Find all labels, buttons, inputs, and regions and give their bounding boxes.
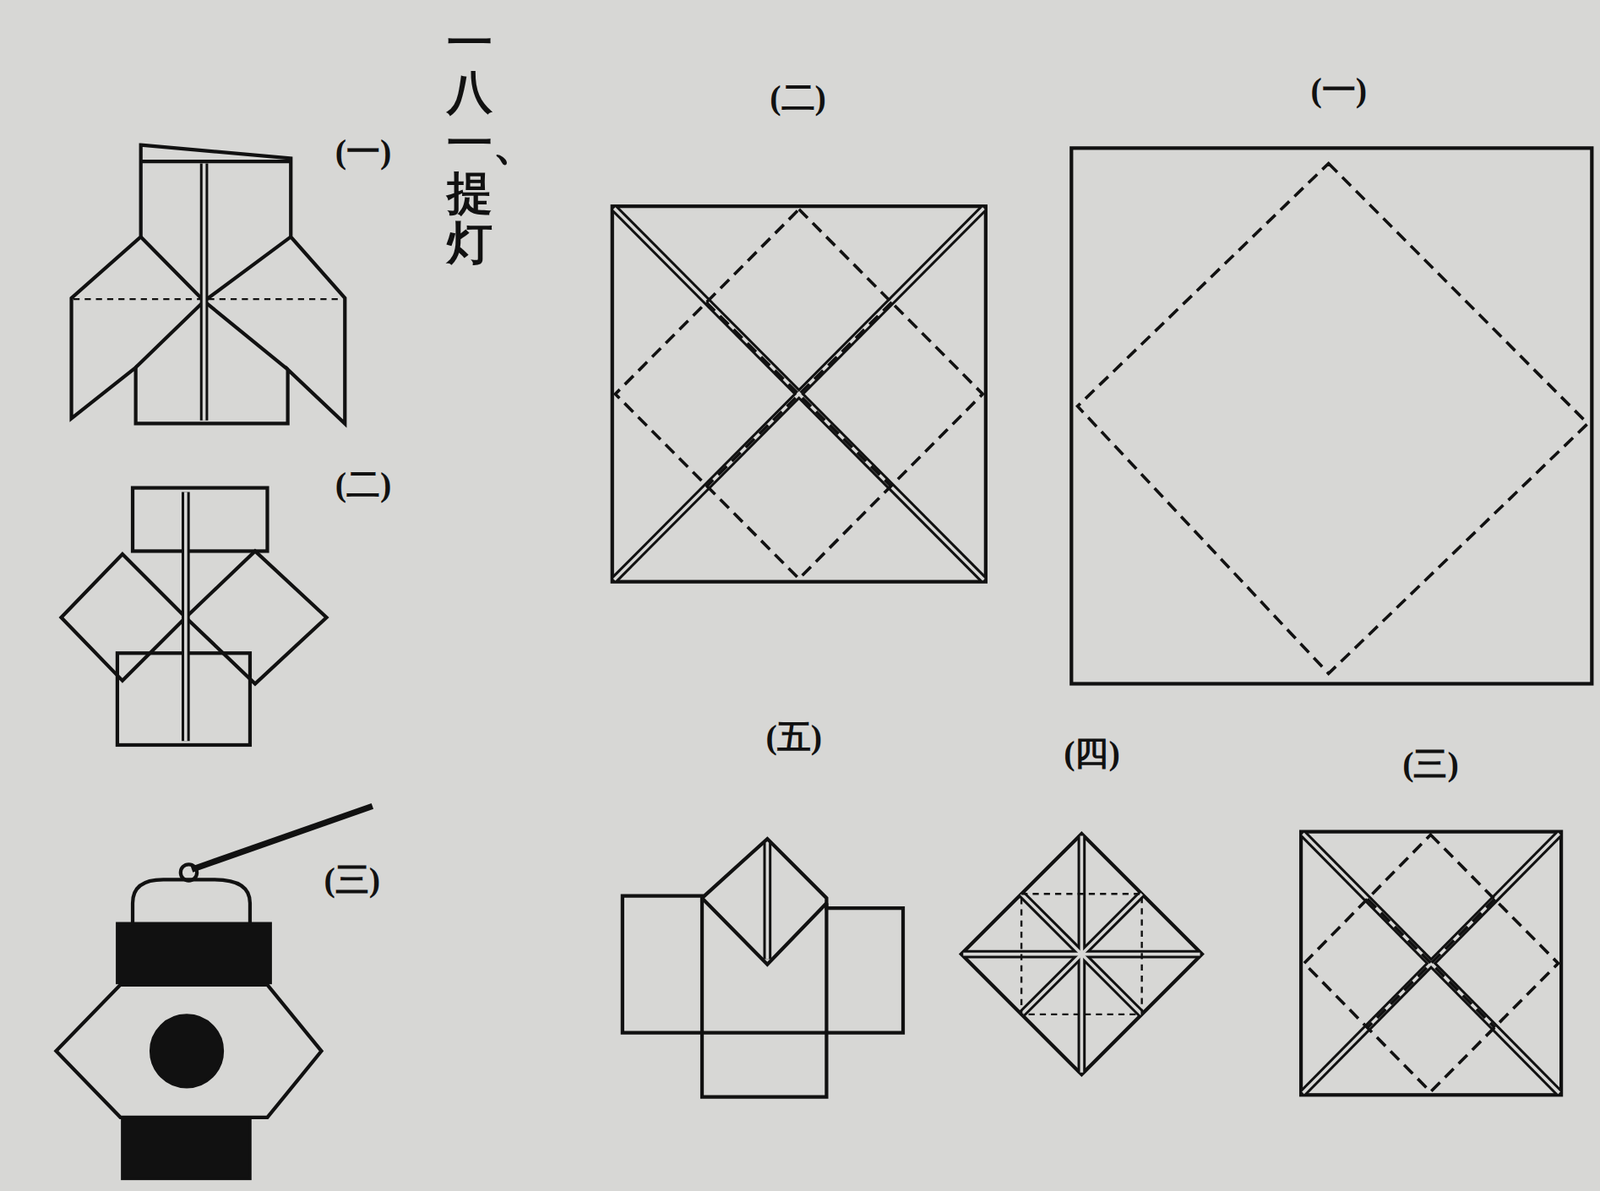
section-title: 一八一、提灯: [446, 18, 493, 270]
lantern-step-1: [71, 145, 346, 425]
step-square-1: [1071, 147, 1592, 684]
step-number: (三): [323, 856, 381, 904]
step-number: (五): [765, 713, 822, 761]
step-number: (四): [1063, 729, 1121, 777]
step-fold-5: [622, 838, 904, 1098]
step-square-2: [612, 206, 986, 583]
step-number: (二): [769, 73, 827, 120]
lantern-step-2: [60, 488, 327, 746]
step-number: (三): [1402, 740, 1459, 787]
step-diamond-4: [961, 833, 1203, 1075]
step-number: (一): [1310, 66, 1367, 114]
step-square-3: [1300, 832, 1562, 1096]
step-number: (二): [335, 460, 392, 507]
step-number: (一): [335, 127, 392, 175]
